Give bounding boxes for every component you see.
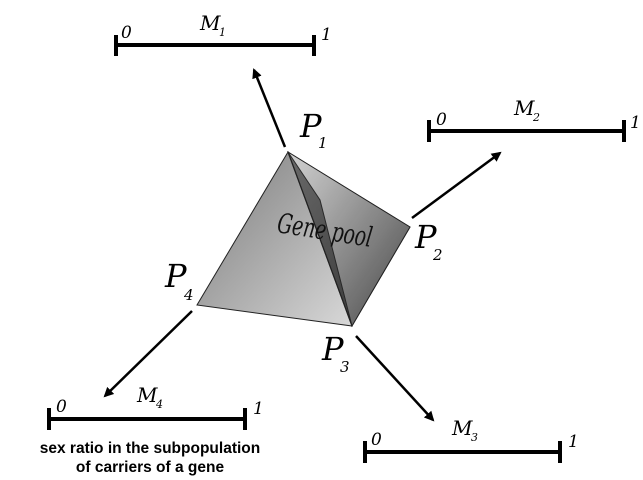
scale-m1-label-sub: 1 <box>219 26 226 39</box>
svg-text:P: P <box>299 107 322 145</box>
scale-m3-label-sub: 3 <box>471 431 478 444</box>
arrow-p4-m4 <box>103 310 193 398</box>
svg-text:4: 4 <box>183 286 194 304</box>
scale-m2-max: 1 <box>630 113 641 133</box>
scale-m4-label: M <box>136 383 158 407</box>
scale-m4-max: 1 <box>253 399 264 419</box>
arrow-p1-m1 <box>252 68 287 148</box>
svg-text:P: P <box>321 330 344 368</box>
scale-m4-min: 0 <box>56 397 67 417</box>
scale-m4: 0 1 M 4 <box>47 383 264 430</box>
scale-m3-min: 0 <box>371 430 382 450</box>
scale-m2: 0 1 M 2 <box>427 96 641 142</box>
scale-m4-label-sub: 4 <box>155 398 163 411</box>
scale-m1-max: 1 <box>321 25 332 45</box>
scale-m3-max: 1 <box>568 432 579 452</box>
svg-text:1: 1 <box>318 134 328 152</box>
svg-text:P: P <box>164 257 187 295</box>
scale-m1-min: 0 <box>121 23 132 43</box>
vertex-label-p1: P 1 <box>299 107 328 152</box>
caption: sex ratio in the subpopulation of carrie… <box>40 440 260 476</box>
vertex-label-p2: P 2 <box>414 218 443 264</box>
pyramid: Gene pool <box>196 150 411 328</box>
svg-text:3: 3 <box>340 358 350 376</box>
scale-m2-label-sub: 2 <box>532 111 540 124</box>
scale-m1: 0 1 M 1 <box>114 11 332 56</box>
vertex-label-p4: P 4 <box>164 257 194 304</box>
caption-line-2: of carriers of a gene <box>76 459 225 476</box>
vertex-label-p3: P 3 <box>321 330 350 376</box>
scale-m3: 0 1 M 3 <box>363 416 579 463</box>
svg-text:2: 2 <box>432 246 443 264</box>
scale-m1-label: M <box>199 11 221 35</box>
arrow-p3-m3 <box>355 335 435 422</box>
svg-text:P: P <box>414 218 437 256</box>
scale-m2-min: 0 <box>436 110 447 130</box>
scale-m3-label: M <box>451 416 473 440</box>
scale-m2-label: M <box>513 96 535 120</box>
caption-line-1: sex ratio in the subpopulation <box>40 440 260 457</box>
arrow-p2-m2 <box>411 151 502 220</box>
